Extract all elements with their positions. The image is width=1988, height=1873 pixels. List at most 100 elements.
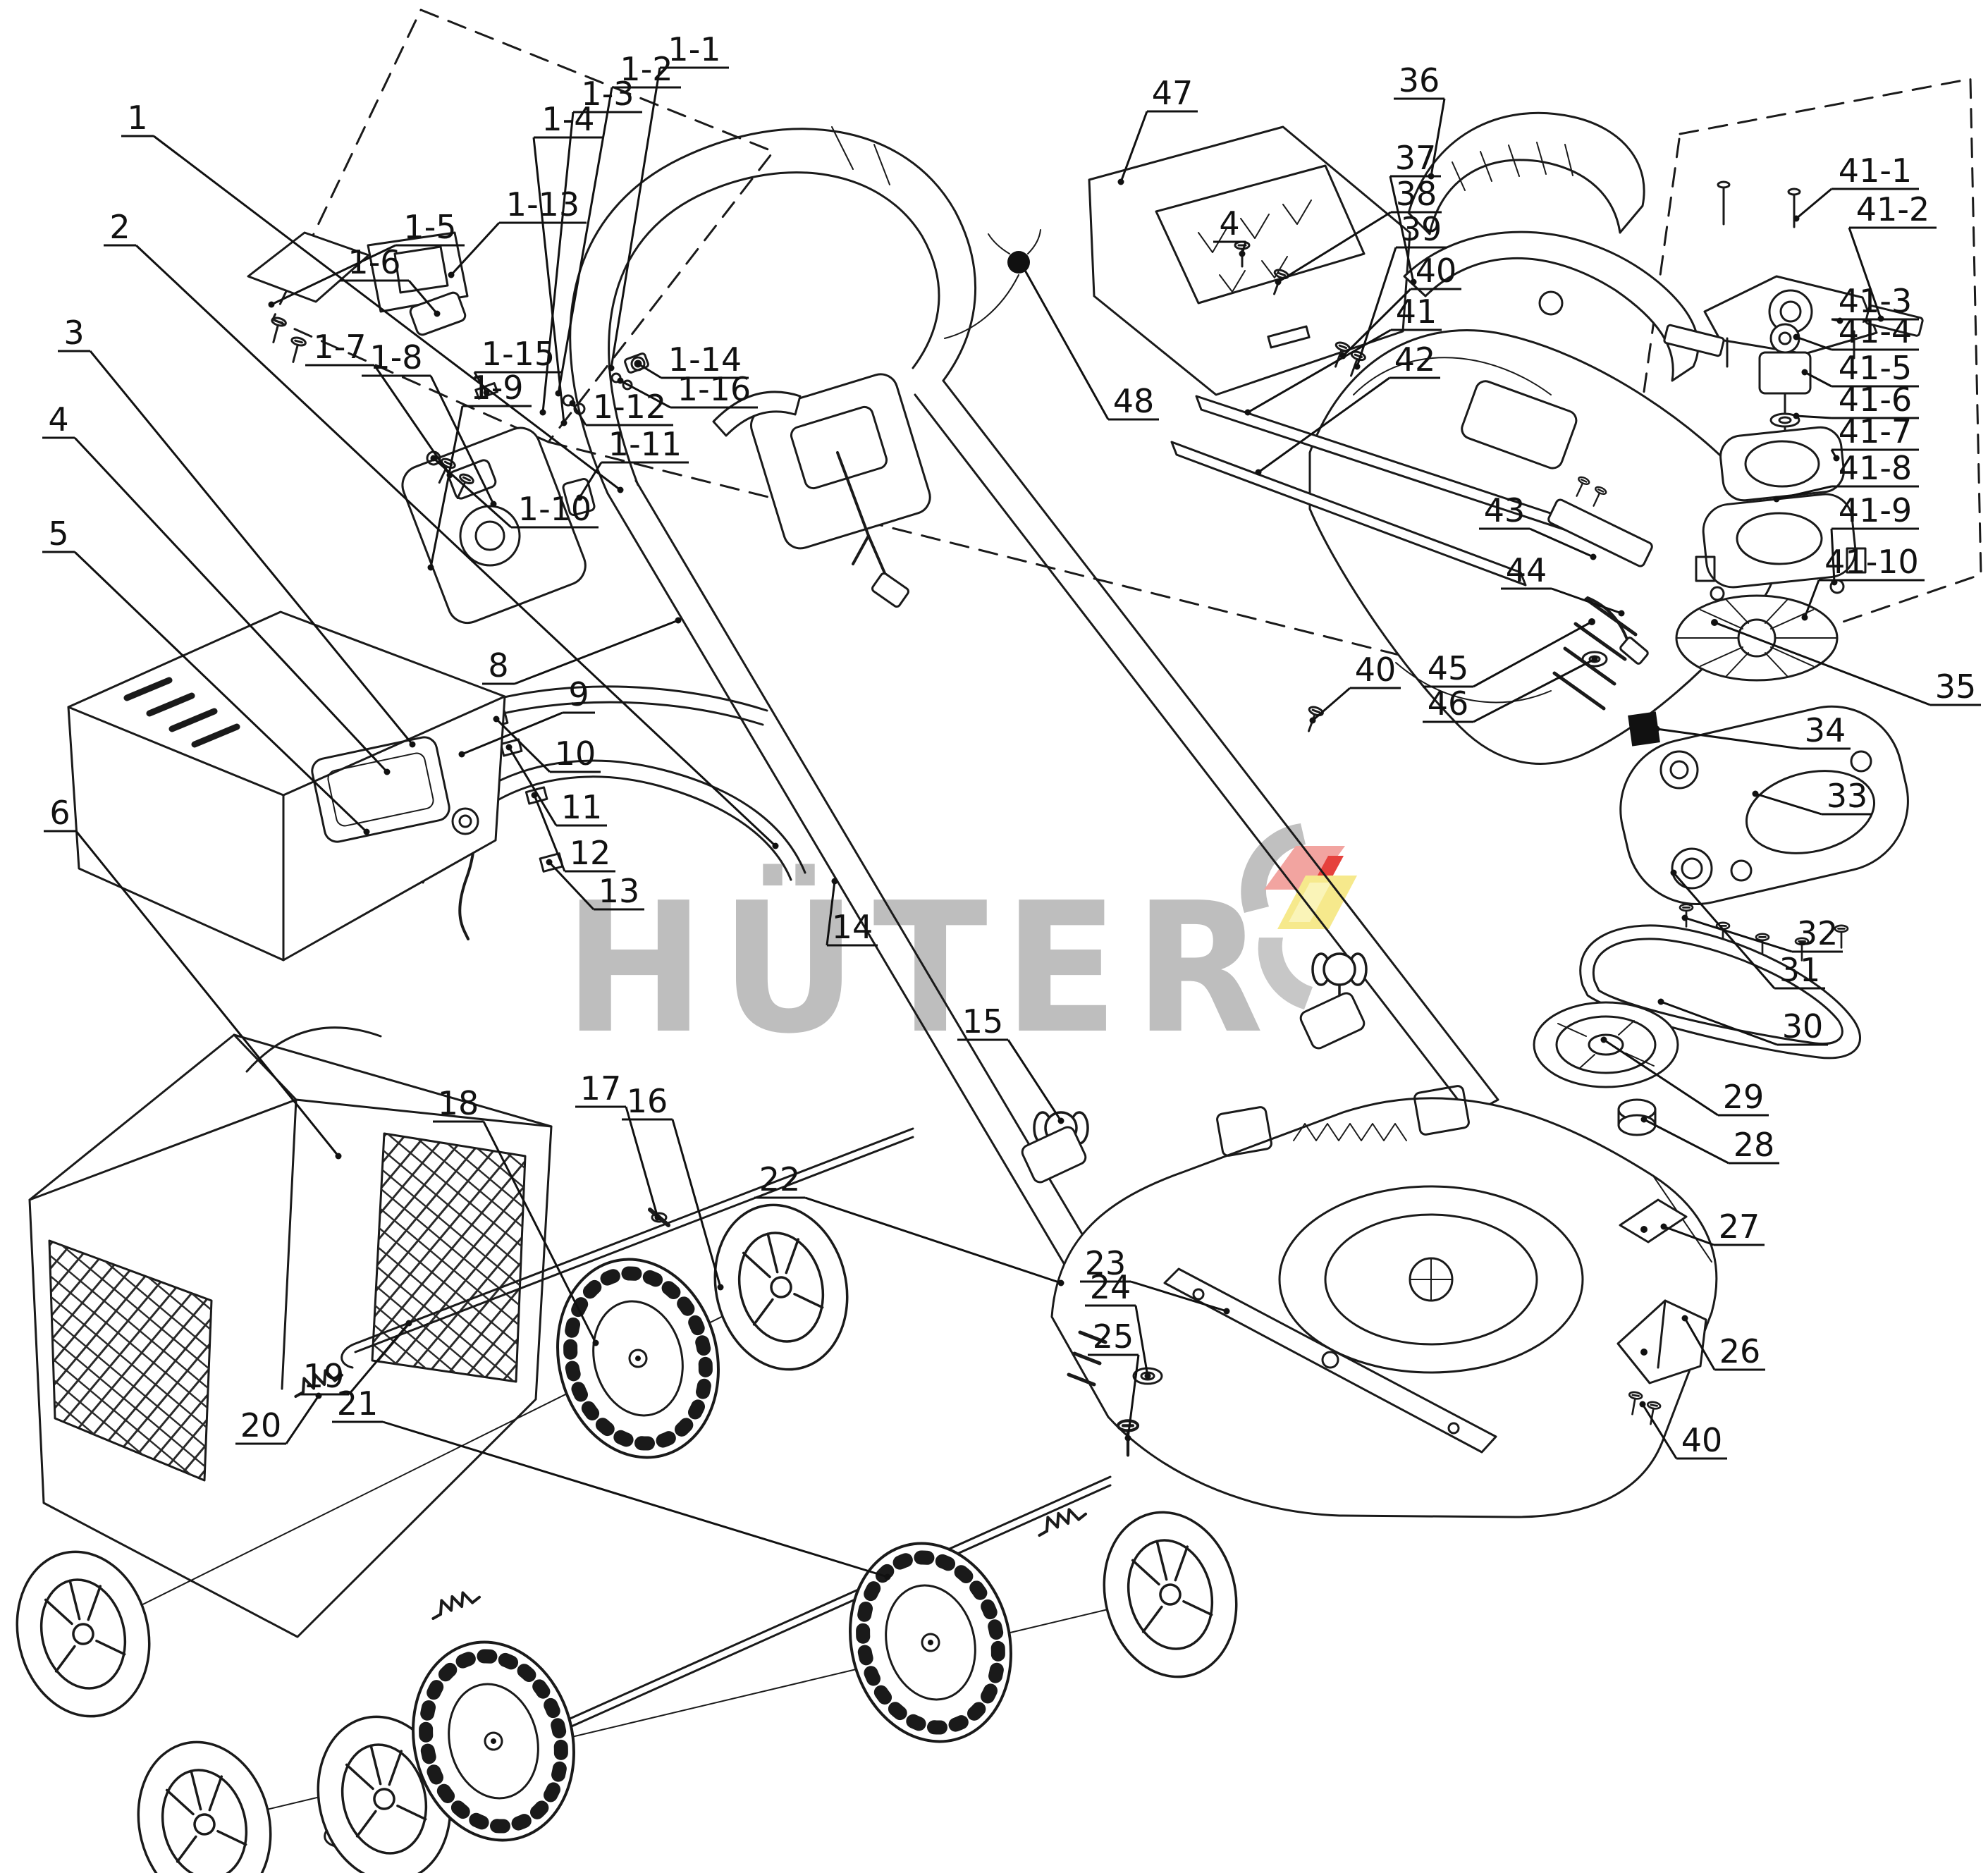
part-label: 1-8 <box>369 338 422 376</box>
part-label: 29 <box>1723 1078 1765 1116</box>
part-label: 41-5 <box>1839 349 1912 387</box>
part-label: 28 <box>1734 1126 1775 1164</box>
part-callout-1-15: 1-15 <box>473 335 562 396</box>
part-callout-44: 44 <box>1501 551 1625 617</box>
part-label: 16 <box>627 1082 668 1120</box>
part-callout-42: 42 <box>1255 340 1440 476</box>
part-callout-1-12: 1-12 <box>569 388 673 426</box>
grass-catcher <box>28 1026 553 1638</box>
part-callout-43: 43 <box>1479 491 1597 560</box>
part-label: 42 <box>1394 340 1436 379</box>
part-label: 2 <box>109 208 130 246</box>
part-label: 41-7 <box>1839 412 1912 450</box>
carry-handle <box>1407 111 1645 235</box>
part-callout-45: 45 <box>1423 618 1595 688</box>
part-callout-1-9: 1-9 <box>427 369 532 571</box>
part-callout-41: 41 <box>1244 293 1442 416</box>
part-callout-41-7: 41-7 <box>1830 412 1919 462</box>
part-label: 37 <box>1395 139 1437 177</box>
cable-knob <box>1007 251 1030 274</box>
part-callout-35: 35 <box>1711 619 1981 706</box>
part-callout-40: 40 <box>1339 252 1461 360</box>
part-label: 18 <box>438 1084 479 1122</box>
part-label: 12 <box>570 834 611 872</box>
part-label: 41 <box>1396 293 1437 331</box>
part-callout-1-11: 1-11 <box>576 425 689 501</box>
hubcap <box>1086 1497 1255 1693</box>
part-callout-30: 30 <box>1657 998 1828 1046</box>
part-label: 26 <box>1719 1332 1761 1370</box>
part-label: 1-9 <box>470 369 523 407</box>
part-label: 1-2 <box>620 50 673 88</box>
part-callout-25: 25 <box>1088 1318 1140 1442</box>
wheels-axles <box>0 1127 1255 1873</box>
part-callout-3: 3 <box>58 314 416 748</box>
part-callout-5: 5 <box>42 515 370 835</box>
trim-strip <box>1170 441 1527 587</box>
part-label: 32 <box>1797 914 1839 952</box>
part-label: 6 <box>49 794 70 832</box>
part-callout-1-16: 1-16 <box>617 370 758 409</box>
part-callout-6: 6 <box>44 794 342 1160</box>
part-callout-17: 17 <box>575 1069 661 1221</box>
part-label: 1-3 <box>581 75 634 113</box>
pcb-strip <box>1547 498 1653 567</box>
part-callout-1-8: 1-8 <box>362 338 497 508</box>
mower-deck <box>1021 952 1718 1518</box>
power-cord <box>836 451 888 579</box>
part-label: 9 <box>568 675 589 713</box>
part-callout-41-8: 41-8 <box>1773 449 1919 503</box>
part-label: 5 <box>48 515 68 553</box>
part-callout-41-3: 41-3 <box>1831 282 1919 324</box>
part-label: 17 <box>580 1069 622 1107</box>
part-callout-34: 34 <box>1653 711 1851 750</box>
part-label: 36 <box>1399 61 1440 99</box>
transmission-group <box>1533 705 1909 1427</box>
part-callout-33: 33 <box>1752 777 1872 816</box>
part-callout-22: 22 <box>754 1160 1064 1286</box>
part-label: 41-2 <box>1856 190 1929 228</box>
part-label: 20 <box>240 1406 282 1444</box>
part-label: 1-1 <box>668 30 720 68</box>
part-label: 27 <box>1719 1208 1760 1246</box>
part-label: 40 <box>1416 252 1457 290</box>
part-label: 41-6 <box>1839 381 1912 419</box>
part-callout-1-13: 1-13 <box>448 185 587 278</box>
part-callout-27: 27 <box>1660 1208 1765 1246</box>
part-label: 1-11 <box>608 425 682 463</box>
part-label: 4 <box>48 400 68 438</box>
part-callout-37: 37 <box>1389 139 1441 285</box>
part-label: 19 <box>303 1357 345 1395</box>
part-label: 25 <box>1093 1318 1134 1356</box>
rear-housing-group <box>944 111 1779 765</box>
part-label: 1-5 <box>403 208 456 246</box>
part-label: 46 <box>1428 684 1469 723</box>
part-callout-4: 4 <box>1213 204 1247 257</box>
part-callout-8: 8 <box>482 617 682 685</box>
plug <box>871 572 909 608</box>
part-callout-31: 31 <box>1670 869 1825 990</box>
part-callout-1-3: 1-3 <box>539 75 642 416</box>
part-label: 48 <box>1113 382 1155 420</box>
belt <box>1579 924 1861 1060</box>
part-callout-1-7: 1-7 <box>305 328 453 479</box>
part-label: 41-3 <box>1839 282 1912 320</box>
part-callout-32: 32 <box>1681 914 1843 953</box>
part-label: 1-16 <box>677 370 751 408</box>
part-callout-41-6: 41-6 <box>1793 381 1919 419</box>
part-label: 1-13 <box>506 185 579 223</box>
part-callout-1-6: 1-6 <box>340 243 441 317</box>
part-label: 10 <box>555 735 596 773</box>
axle-rod-upper <box>340 1127 914 1369</box>
blade <box>1163 1267 1497 1454</box>
part-callout-4: 4 <box>42 400 391 775</box>
part-label: 22 <box>759 1160 801 1198</box>
part-label: 24 <box>1090 1268 1131 1306</box>
part-label: 1-14 <box>668 340 742 379</box>
part-label: 38 <box>1396 175 1437 213</box>
part-callout-21: 21 <box>332 1384 891 1580</box>
charger-box <box>67 610 506 962</box>
